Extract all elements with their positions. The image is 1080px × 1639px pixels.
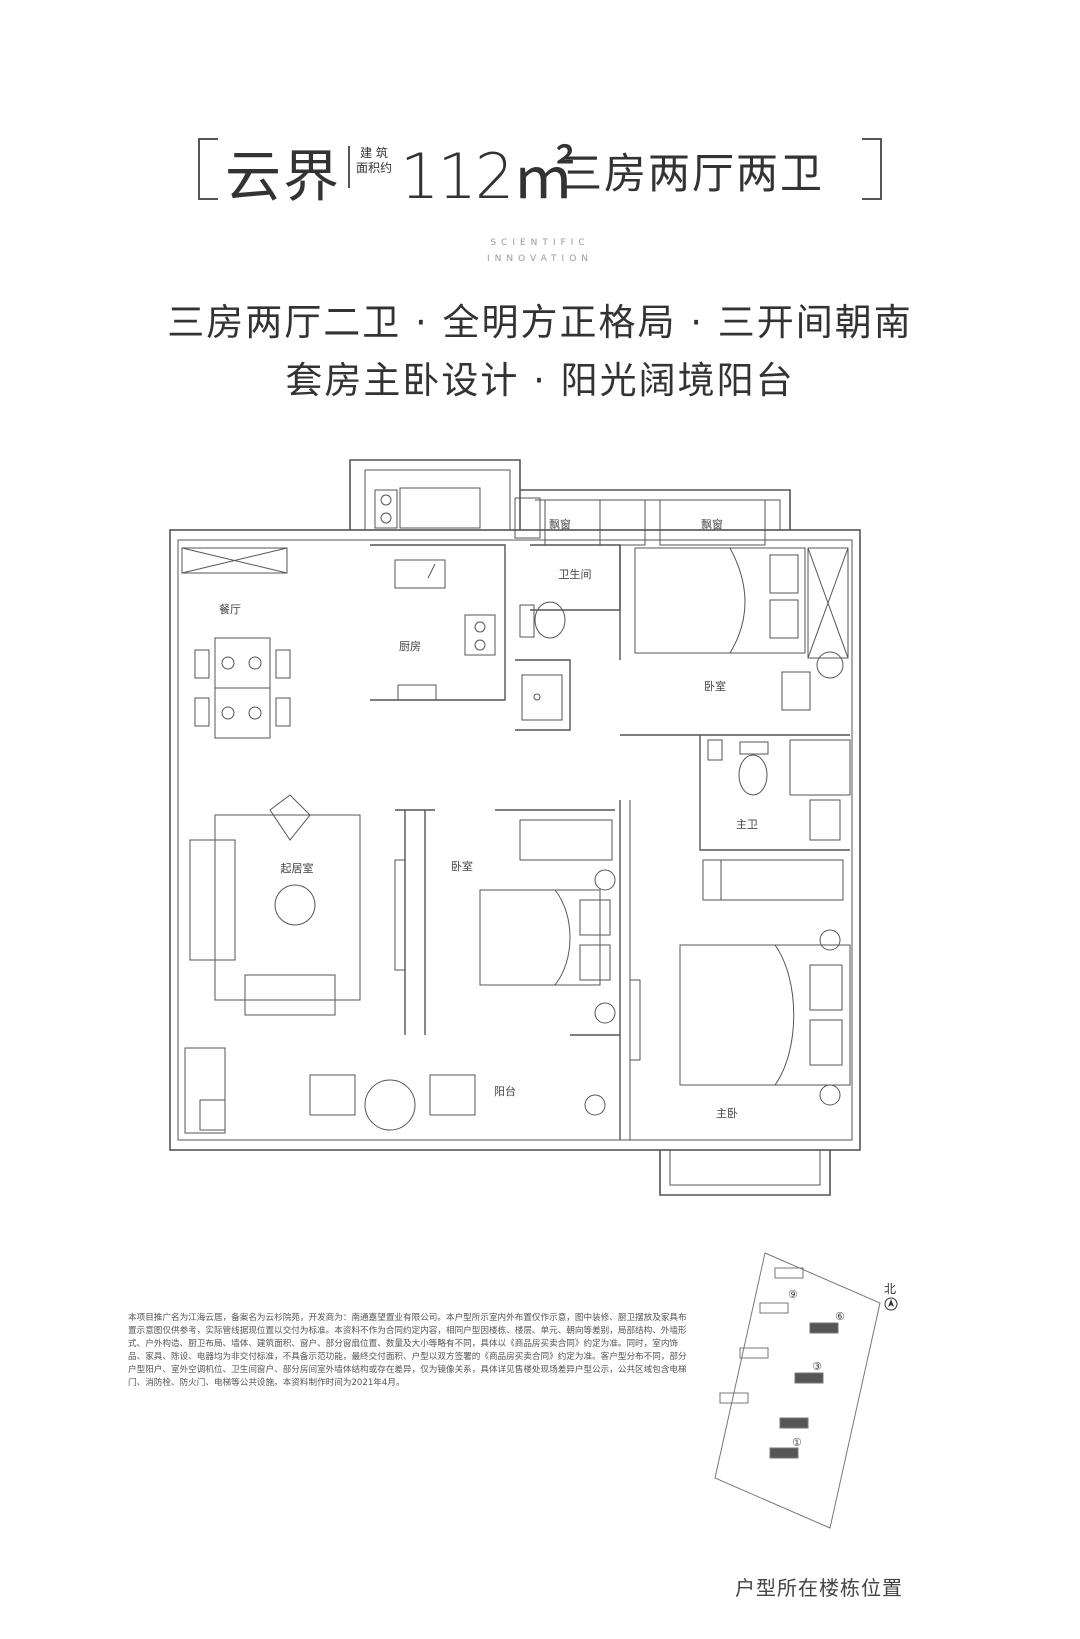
right-bracket [862,138,882,200]
slogan-line2: 套房主卧设计 · 阳光阔境阳台 [285,359,795,402]
dining-cabinet [181,547,288,574]
label-living: 起居室 [281,861,314,875]
building-label-1: ① [792,1436,802,1449]
tagline-line1: SCIENTIFIC [490,238,590,248]
laundry-fixtures [374,487,541,539]
tagline: SCIENTIFIC INNOVATION [0,235,1080,267]
kitchen-fixtures [394,559,496,701]
location-map: ⑨ ⑥ ③ ① [714,1252,881,1529]
area-value: 112㎡ [400,140,574,213]
disclaimer-text: 本项目推广名为江海云居，备案名为云杉院苑，开发商为：南通嘉望置业有限公司。本户型… [128,1313,687,1388]
label-master-bedroom: 主卧 [716,1107,738,1120]
label-kitchen: 厨房 [399,640,421,653]
interior-walls [370,544,850,1140]
building-label-6: ⑥ [835,1310,845,1323]
middle-bedroom-bed [479,869,616,1024]
slogan-line1: 三房两厅二卫 · 全明方正格局 · 三开间朝南 [167,301,913,344]
master-bedroom-bed [629,929,851,1106]
bathroom-fixtures [519,601,566,721]
label-dining: 餐厅 [219,602,241,616]
building-label-3: ③ [812,1360,822,1373]
title-banner: 云界 建 筑 面积约 112㎡ 三房两厅两卫 [180,130,900,213]
building-label-9: ⑨ [788,1288,798,1301]
area-label-line2: 面积约 [356,161,393,175]
unit-type: 三房两厅两卫 [560,149,825,198]
balcony-furniture [184,1047,606,1134]
label-bathroom: 卫生间 [559,567,592,581]
tagline-line2: INNOVATION [486,254,594,264]
north-indicator: 北 [884,1280,898,1314]
project-name: 云界 [225,145,341,210]
label-balcony: 阳台 [494,1084,516,1098]
living-room-furniture [189,794,406,1016]
north-arrow-icon [884,1297,898,1311]
north-bedroom-bed [634,547,849,711]
wardrobes [519,819,844,901]
area-label-line1: 建 筑 [360,146,388,160]
label-bedroom-north: 卧室 [704,679,726,693]
label-master-bath: 主卫 [736,818,758,831]
label-bay-window-2: 飘窗 [701,517,723,531]
left-bracket [198,138,218,200]
dining-table [194,637,291,739]
bay-windows [544,499,766,546]
north-label: 北 [884,1282,897,1296]
master-bath-fixtures [707,739,851,841]
title-divider [348,146,350,188]
building-blocks [719,1267,839,1459]
label-bay-window-1: 飘窗 [549,517,571,531]
area-label: 建 筑 面积约 [356,146,392,176]
location-caption: 户型所在楼栋位置 [735,1576,903,1600]
label-bedroom-middle: 卧室 [451,859,473,873]
floor-plan: 飘窗 飘窗 卫生间 餐厅 厨房 卧室 主卫 起居室 卧室 阳台 主卧 [169,459,861,1196]
